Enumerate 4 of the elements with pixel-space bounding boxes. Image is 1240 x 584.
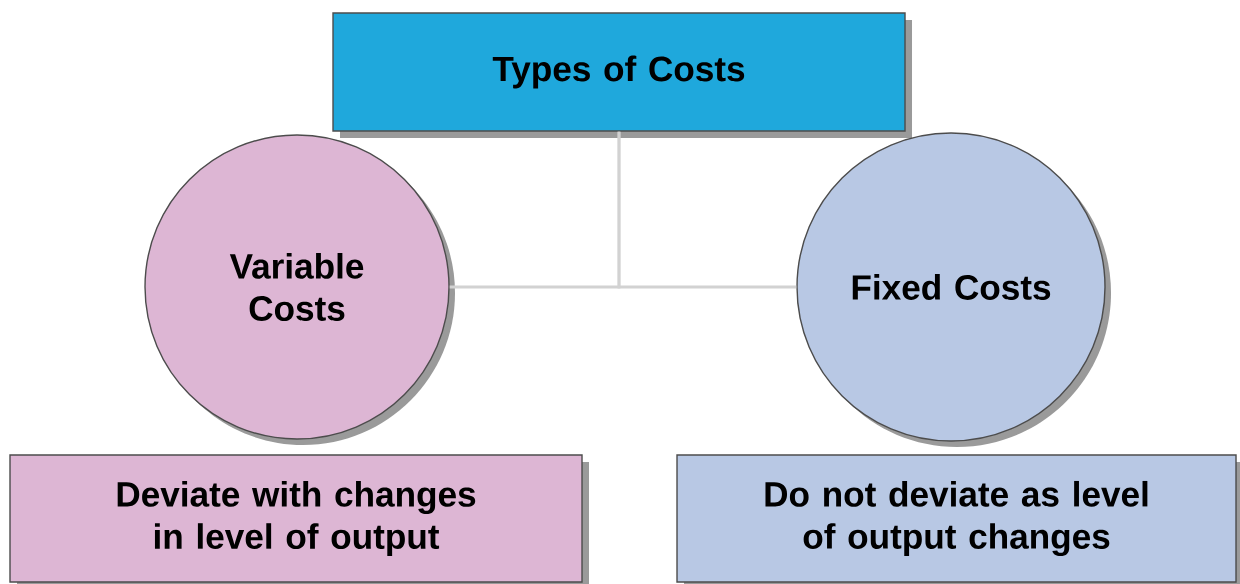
description-box: Do not deviate as level of output changes bbox=[676, 454, 1240, 584]
description-box: Deviate with changes in level of output bbox=[9, 454, 589, 584]
title-box: Types of Costs bbox=[332, 12, 912, 138]
connector-line bbox=[617, 131, 797, 289]
